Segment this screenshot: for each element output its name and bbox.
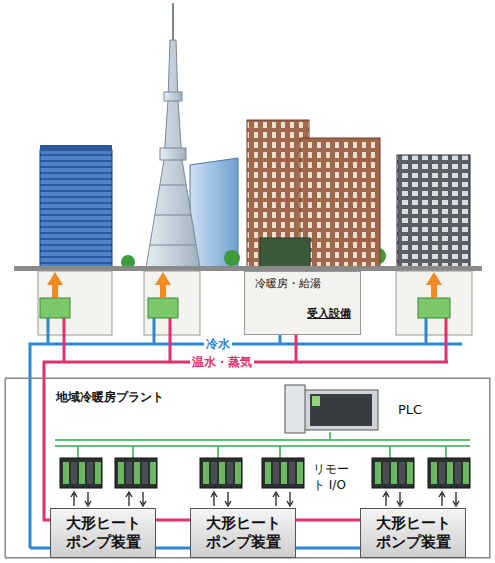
box-label: 大形ヒート ポンプ装置 xyxy=(201,514,285,553)
plc-rack xyxy=(285,385,378,433)
signal-arrow xyxy=(439,492,445,506)
module-part xyxy=(273,462,279,484)
signal-arrow xyxy=(211,492,217,506)
module-part xyxy=(211,462,217,484)
module-part xyxy=(439,462,445,484)
module-part xyxy=(281,462,287,484)
signal-arrow xyxy=(85,492,91,506)
module-part xyxy=(447,462,453,484)
apartment xyxy=(397,155,470,268)
pipe-label: 冷水 xyxy=(204,336,232,353)
hot-water-connector xyxy=(156,520,190,521)
remote-io-module xyxy=(60,458,102,488)
signal-arrow xyxy=(71,492,77,506)
module-part xyxy=(399,462,405,484)
signal-arrow xyxy=(453,492,459,506)
module-part xyxy=(95,462,101,484)
pipe-label: 温水・蒸気 xyxy=(190,354,254,371)
box-label: 大形ヒート ポンプ装置 xyxy=(61,514,145,553)
region-label: 冷暖房・給湯 xyxy=(255,276,321,291)
module-part xyxy=(455,462,461,484)
remote-io-module xyxy=(200,458,242,488)
module-part xyxy=(445,446,447,458)
heat-pump-box: 大形ヒート ポンプ装置 xyxy=(50,508,156,558)
module-part xyxy=(79,462,85,484)
module-part xyxy=(227,462,233,484)
module-part xyxy=(265,462,271,484)
module-part xyxy=(375,462,381,484)
module-part xyxy=(71,462,77,484)
box-label: 大形ヒート ポンプ装置 xyxy=(371,514,455,553)
module-part xyxy=(431,462,437,484)
module-part xyxy=(132,446,134,458)
module-part xyxy=(391,462,397,484)
signal-arrow xyxy=(383,492,389,506)
heat-pump-box: 大形ヒート ポンプ装置 xyxy=(360,508,466,558)
module-part xyxy=(279,446,281,458)
device-label: PLC xyxy=(398,402,422,417)
device-label: リモート I/O xyxy=(313,462,356,493)
remote-io-module xyxy=(115,458,157,488)
remote-io-modules xyxy=(60,446,470,506)
module-part xyxy=(150,462,156,484)
module-part xyxy=(63,462,69,484)
remote-io-module xyxy=(372,458,414,488)
receiving-area: 冷暖房・給湯受入設備 xyxy=(244,271,361,335)
module-part xyxy=(463,462,469,484)
hot-water-pipe xyxy=(44,318,448,520)
signal-arrow xyxy=(126,492,132,506)
remote-io-module xyxy=(262,458,304,488)
signal-arrow xyxy=(140,492,146,506)
signal-arrow xyxy=(287,492,293,506)
module-part xyxy=(142,462,148,484)
module-part xyxy=(203,462,209,484)
module-part xyxy=(289,462,295,484)
module-part xyxy=(297,462,303,484)
module-part xyxy=(389,446,391,458)
network-line xyxy=(55,432,470,446)
module-part xyxy=(219,462,225,484)
module-part xyxy=(407,462,413,484)
plant-frame xyxy=(5,378,490,558)
sky-tree xyxy=(146,3,200,268)
remote-io-module xyxy=(428,458,470,488)
module-part xyxy=(217,446,219,458)
brick-building xyxy=(247,120,380,268)
module-part xyxy=(87,462,93,484)
module-part xyxy=(77,446,79,458)
module-part xyxy=(134,462,140,484)
heat-pump-box: 大形ヒート ポンプ装置 xyxy=(190,508,296,558)
signal-arrow xyxy=(397,492,403,506)
office-tower xyxy=(40,150,112,268)
module-part xyxy=(383,462,389,484)
module-part xyxy=(118,462,124,484)
signal-arrow xyxy=(225,492,231,506)
region-label: 地域冷暖房プラント xyxy=(56,389,164,406)
signal-arrow xyxy=(273,492,279,506)
hot-water-connector xyxy=(296,520,360,521)
module-part xyxy=(235,462,241,484)
module-part xyxy=(126,462,132,484)
underground-box xyxy=(38,271,472,335)
region-label: 受入設備 xyxy=(307,306,351,321)
